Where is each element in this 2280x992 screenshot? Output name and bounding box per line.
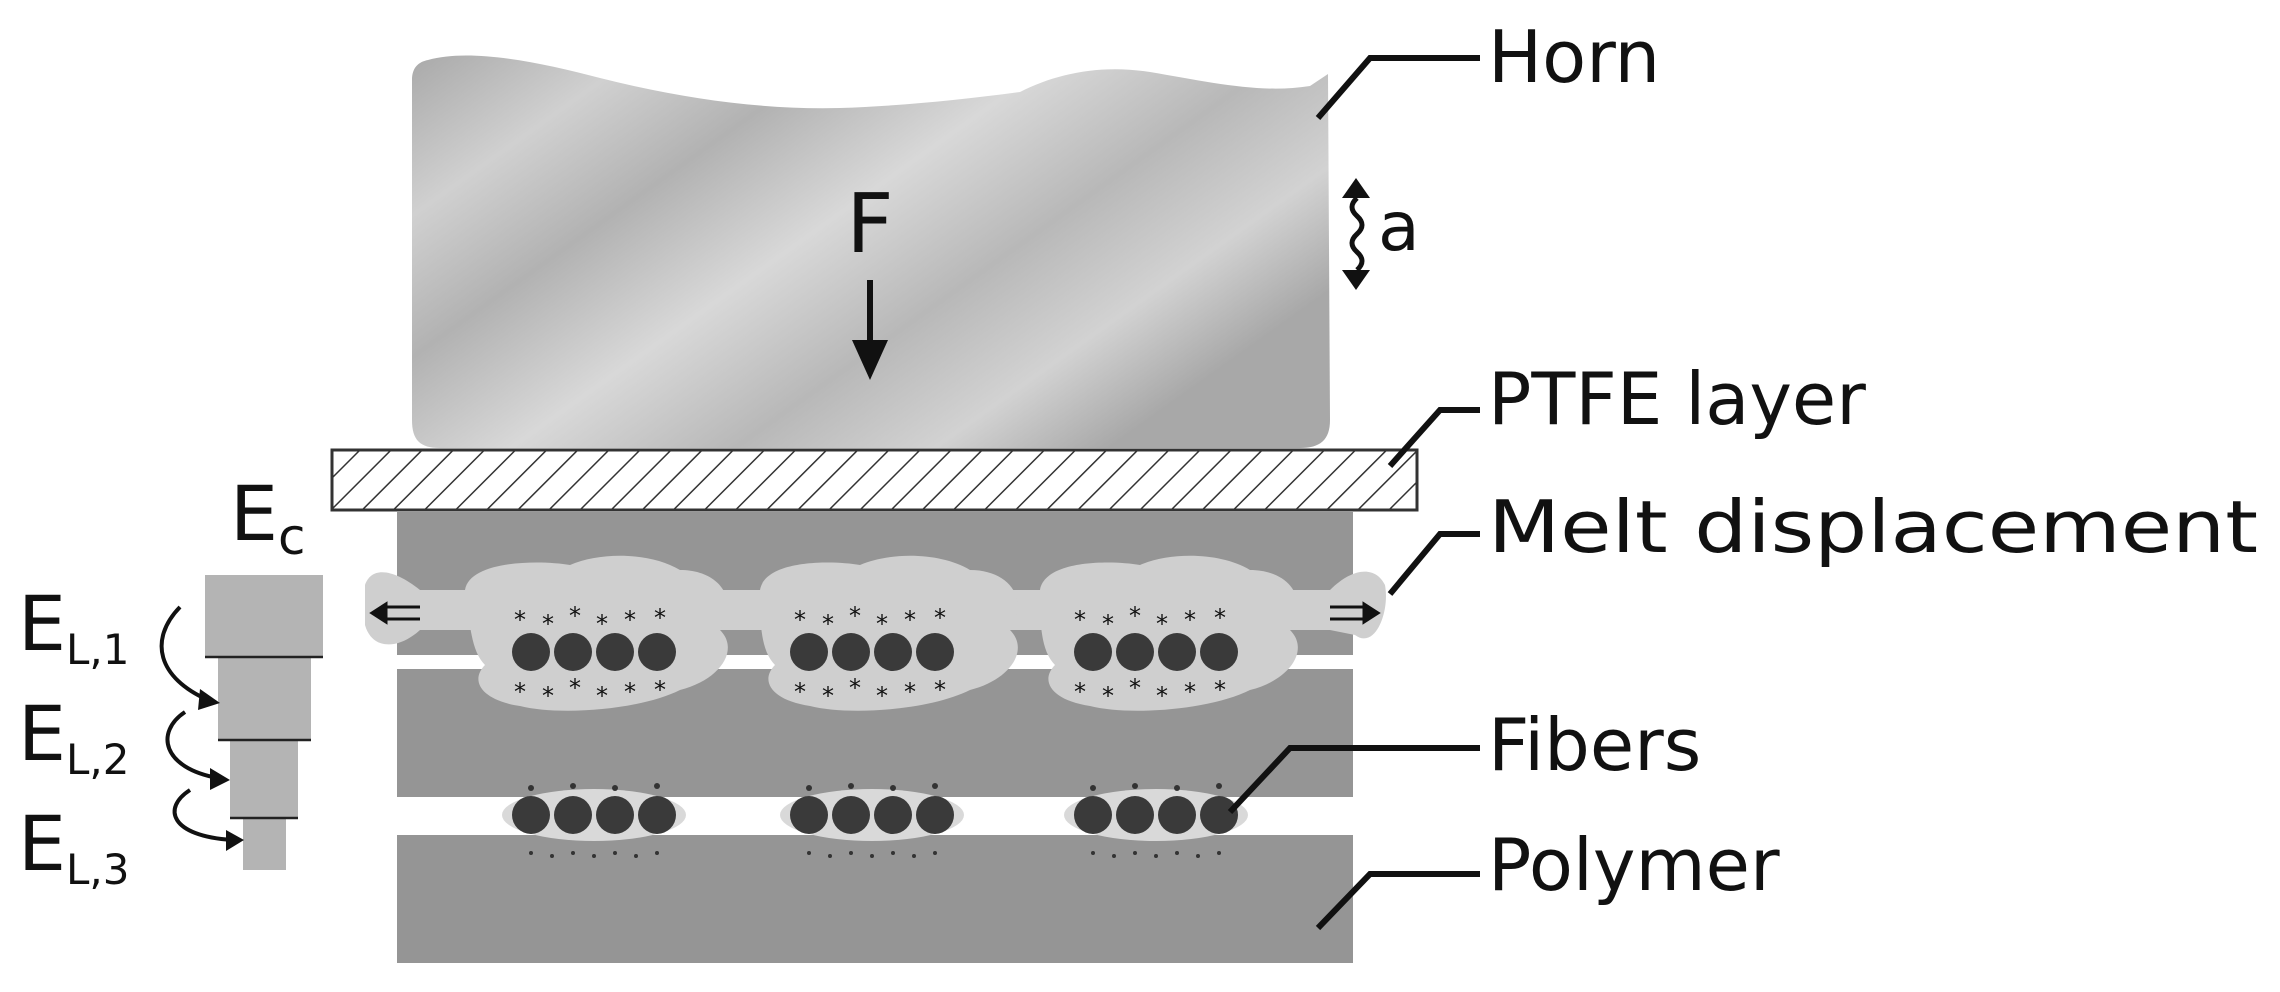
energy-bar-c [205, 575, 323, 657]
amplitude-label: a [1378, 188, 1420, 267]
energy-c-subscript: c [278, 508, 306, 566]
energy-c-label: Ec [230, 469, 306, 566]
svg-text:*: * [1102, 610, 1114, 638]
svg-text:*: * [822, 682, 834, 710]
energy-l2-label: EL,2 [18, 689, 130, 784]
energy-l1-subscript: L,1 [66, 625, 129, 674]
svg-text:*: * [1102, 682, 1114, 710]
svg-text:*: * [794, 678, 806, 706]
horn-label: Horn [1488, 15, 1660, 99]
fiber-bundle-lower [512, 796, 1238, 834]
svg-text:*: * [542, 610, 554, 638]
energy-l1-symbol: E [18, 579, 66, 668]
svg-text:*: * [794, 606, 806, 634]
svg-text:*: * [876, 610, 888, 638]
svg-text:*: * [654, 676, 666, 704]
svg-text:*: * [934, 676, 946, 704]
melt-flow-arrow-right [1330, 601, 1381, 625]
energy-l3-subscript: L,3 [66, 845, 129, 894]
svg-text:*: * [654, 604, 666, 632]
svg-text:*: * [514, 678, 526, 706]
fibers-label: Fibers [1488, 703, 1701, 787]
svg-text:*: * [569, 674, 581, 702]
asterisk-markers: * * * * * * * * * * * * * * * * * * * * * * * * * * * * * * * * * * *… [514, 602, 1226, 710]
energy-bar-l3 [243, 818, 286, 870]
energy-bar-l2 [230, 740, 298, 818]
small-dot-markers [528, 783, 1222, 858]
horn-body [412, 55, 1330, 449]
melt-blob-1 [465, 555, 728, 711]
svg-text:*: * [514, 606, 526, 634]
svg-text:*: * [1214, 676, 1226, 704]
force-arrow [852, 280, 888, 380]
svg-text:*: * [624, 678, 636, 706]
energy-l3-symbol: E [18, 799, 66, 888]
force-label: F [846, 177, 893, 272]
svg-text:*: * [1156, 610, 1168, 638]
svg-text:*: * [849, 674, 861, 702]
svg-text:*: * [596, 682, 608, 710]
melt-halo-lower [502, 789, 1248, 841]
ptfe-layer-label: PTFE layer [1488, 357, 1866, 441]
energy-transfer-arrows [159, 605, 233, 842]
energy-arrow-heads [198, 689, 244, 851]
svg-text:*: * [1156, 682, 1168, 710]
svg-text:*: * [849, 602, 861, 630]
svg-text:*: * [1214, 604, 1226, 632]
svg-text:*: * [1074, 606, 1086, 634]
svg-text:*: * [1129, 674, 1141, 702]
svg-text:*: * [904, 606, 916, 634]
energy-l3-label: EL,3 [18, 799, 130, 894]
energy-c-symbol: E [230, 469, 278, 558]
svg-text:*: * [624, 606, 636, 634]
amplitude-wave-icon [1342, 178, 1370, 290]
leader-lines [1227, 55, 1480, 931]
polymer-label: Polymer [1488, 823, 1780, 907]
svg-text:*: * [822, 610, 834, 638]
melt-flow-arrow-left [369, 601, 420, 625]
energy-l1-label: EL,1 [18, 579, 130, 674]
svg-text:*: * [904, 678, 916, 706]
svg-text:*: * [876, 682, 888, 710]
energy-l2-symbol: E [18, 689, 66, 778]
svg-text:*: * [596, 610, 608, 638]
energy-l2-subscript: L,2 [66, 735, 129, 784]
svg-text:*: * [1184, 606, 1196, 634]
svg-text:*: * [569, 602, 581, 630]
energy-step-lines [205, 655, 323, 820]
energy-bar-l1 [218, 657, 311, 740]
svg-text:*: * [542, 682, 554, 710]
melt-displacement-label: Melt displacement [1488, 485, 2258, 569]
polymer-layer-bottom [397, 835, 1353, 963]
fiber-bundle-upper [512, 633, 1238, 671]
svg-text:*: * [1074, 678, 1086, 706]
svg-text:*: * [934, 604, 946, 632]
svg-text:*: * [1129, 602, 1141, 630]
melt-blob-3 [1040, 555, 1298, 711]
melt-blob-2 [760, 555, 1018, 711]
ptfe-layer [330, 448, 1419, 512]
svg-text:*: * [1184, 678, 1196, 706]
